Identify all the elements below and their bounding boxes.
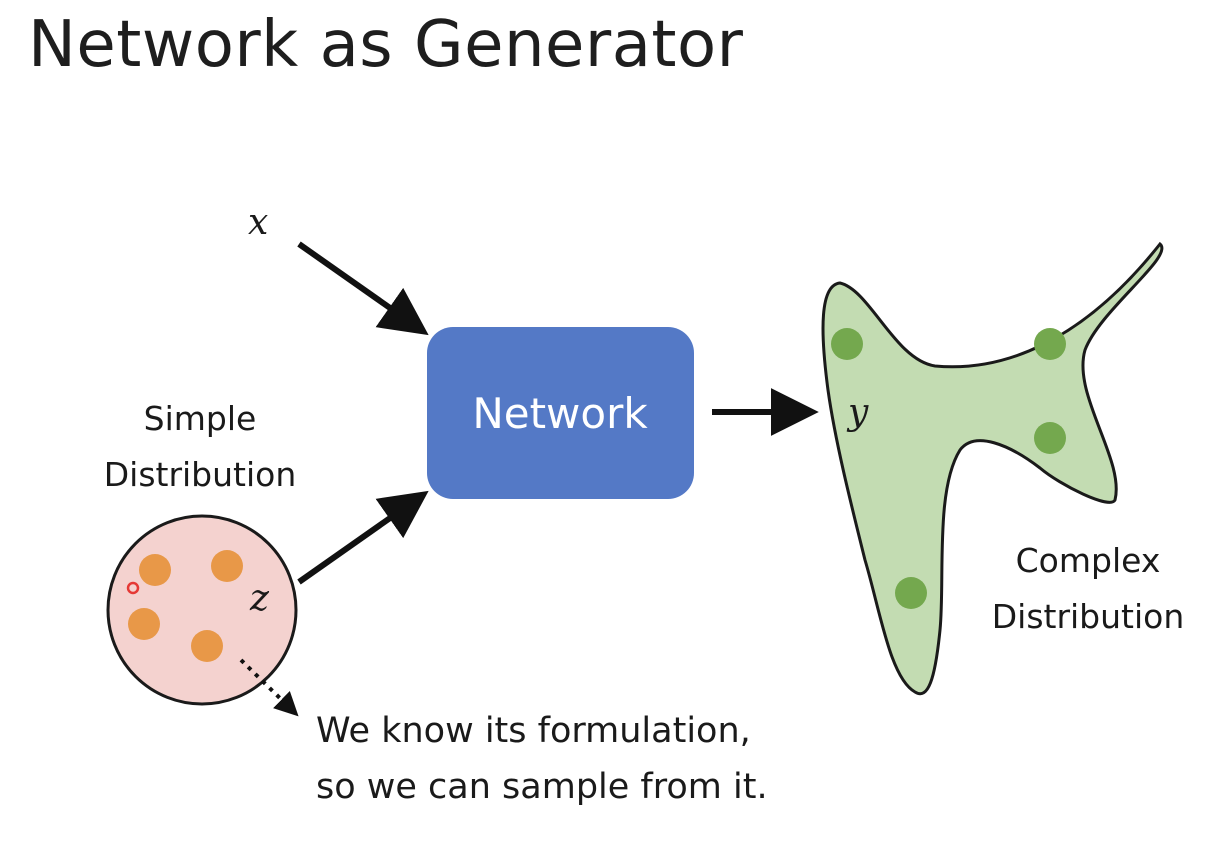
complex-sample-dot — [895, 577, 927, 609]
complex-sample-dot — [831, 328, 863, 360]
complex-distribution-label-line2: Distribution — [992, 597, 1185, 636]
network-box — [427, 327, 694, 499]
complex-sample-dot — [1034, 422, 1066, 454]
output-y-label: y — [846, 392, 869, 433]
highlight-marker-icon — [126, 581, 140, 595]
slide-title: Network as Generator — [28, 8, 744, 82]
sample-dot — [128, 608, 160, 640]
input-x-label: x — [248, 202, 268, 243]
arrow-z-to-network — [297, 490, 429, 585]
arrow-x-to-network — [297, 241, 429, 336]
variable-z-label: z — [249, 578, 270, 619]
sample-dot — [211, 550, 243, 582]
simple-distribution-label-line2: Distribution — [104, 455, 297, 494]
note-line1: We know its formulation, — [316, 711, 751, 751]
network-label: Network — [472, 389, 648, 438]
dotted-arrow-icon — [239, 658, 299, 717]
sample-dot — [139, 554, 171, 586]
simple-distribution-label-line1: Simple — [144, 399, 257, 438]
note-line2: so we can sample from it. — [316, 767, 768, 807]
complex-sample-dot — [1034, 328, 1066, 360]
complex-distribution-label-line1: Complex — [1016, 541, 1161, 580]
sample-dot — [191, 630, 223, 662]
